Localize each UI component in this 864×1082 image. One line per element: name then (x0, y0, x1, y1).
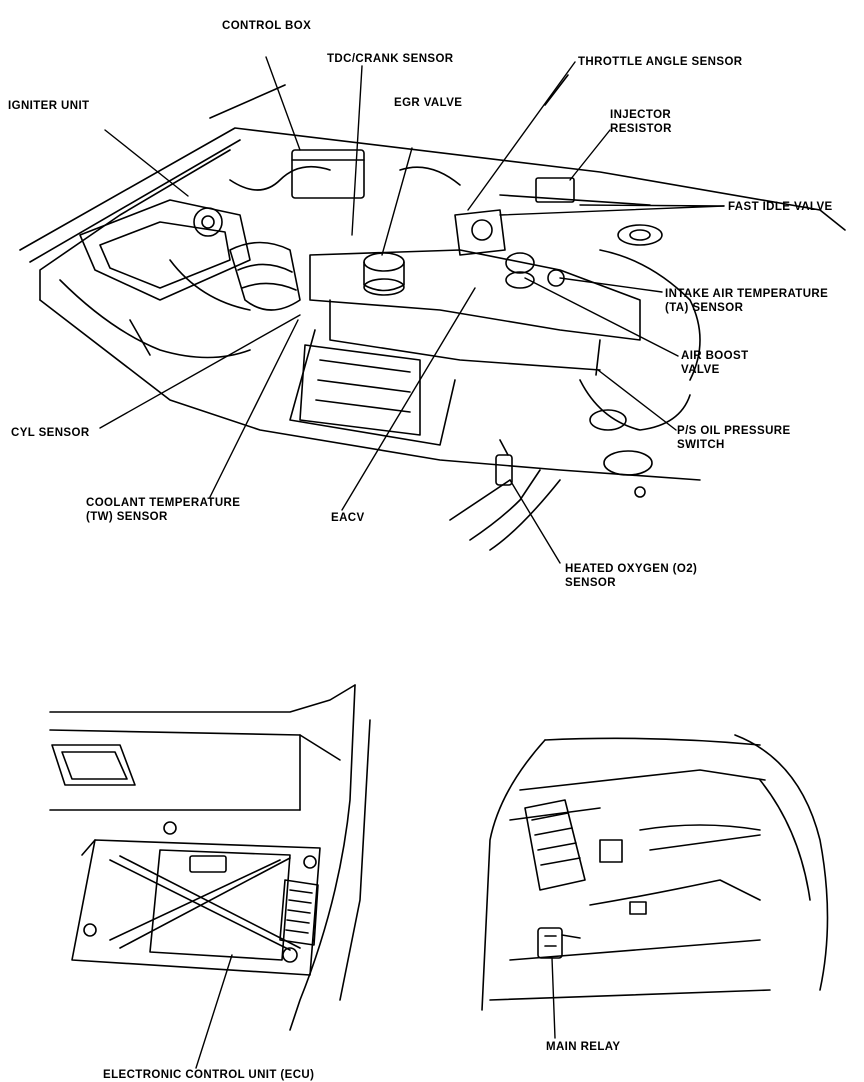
label-air-boost-valve: AIR BOOST VALVE (681, 350, 749, 376)
label-heated-oxygen-sensor: HEATED OXYGEN (O2) SENSOR (565, 563, 698, 589)
label-intake-air-temperature-sensor: INTAKE AIR TEMPERATURE (TA) SENSOR (665, 288, 829, 314)
label-ps-oil-pressure-switch: P/S OIL PRESSURE SWITCH (677, 425, 791, 451)
label-injector-resistor: INJECTOR RESISTOR (610, 109, 672, 135)
label-egr-valve: EGR VALVE (394, 97, 463, 109)
engine-leader-lines (99, 56, 725, 564)
label-eacv: EACV (331, 512, 365, 524)
ecu-drawing (49, 684, 371, 1069)
label-igniter-unit: IGNITER UNIT (8, 100, 90, 112)
label-coolant-temperature-sensor: COOLANT TEMPERATURE (TW) SENSOR (86, 497, 241, 523)
label-fast-idle-valve: FAST IDLE VALVE (728, 201, 833, 213)
label-tdc-crank-sensor: TDC/CRANK SENSOR (327, 53, 454, 65)
engine-bay-drawing (19, 74, 846, 551)
label-main-relay: MAIN RELAY (546, 1041, 621, 1053)
label-electronic-control-unit: ELECTRONIC CONTROL UNIT (ECU) (103, 1069, 315, 1081)
relay-drawing (481, 734, 829, 1039)
label-control-box: CONTROL BOX (222, 20, 312, 32)
label-throttle-angle-sensor: THROTTLE ANGLE SENSOR (578, 56, 743, 68)
label-cyl-sensor: CYL SENSOR (11, 427, 90, 439)
